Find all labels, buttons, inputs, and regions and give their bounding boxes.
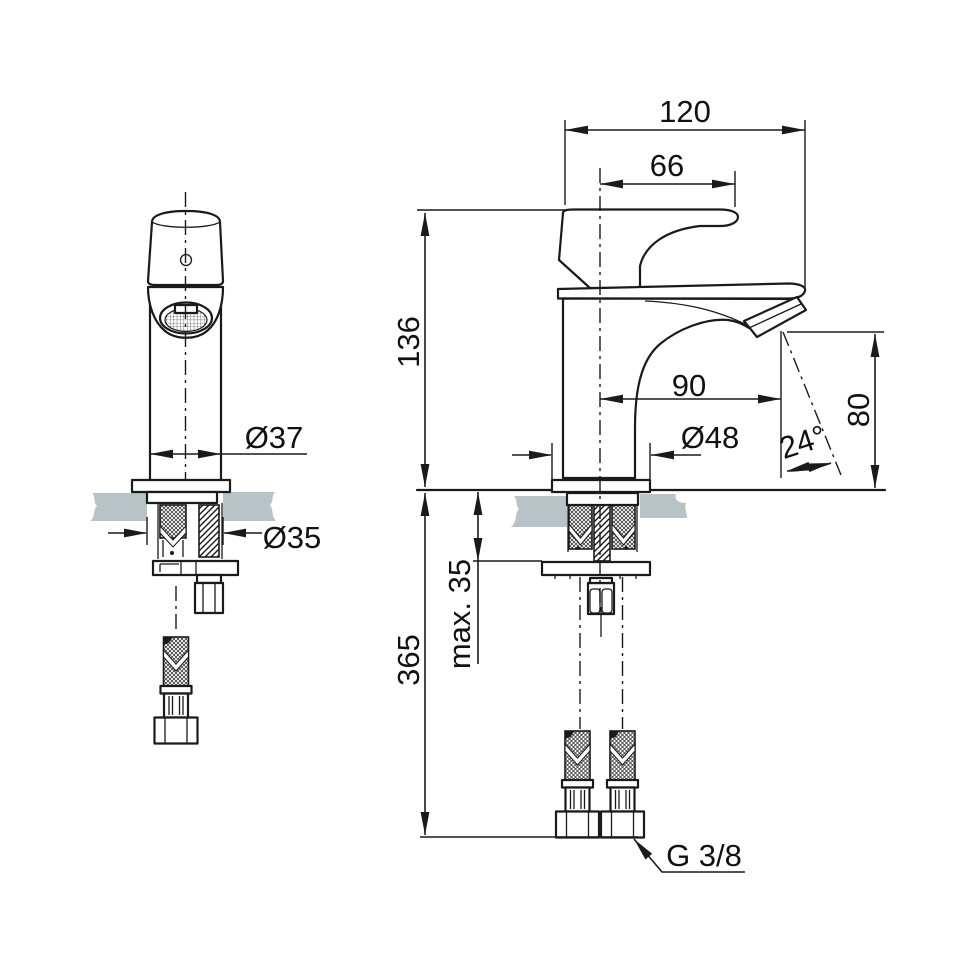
- dimensions: 120 66 136 365: [108, 94, 884, 873]
- dim-base-diameter: Ø48: [512, 420, 739, 479]
- front-view: [90, 209, 276, 745]
- dim-shank-diameter: Ø35: [108, 517, 321, 555]
- base-flange-front: [130, 478, 232, 494]
- handle-lever-side: [557, 208, 740, 290]
- threaded-stud-side: [593, 504, 611, 562]
- outlet-angle-axis: [782, 331, 842, 476]
- dim-handle-reach-label: 66: [650, 148, 684, 183]
- supply-hose-right: [599, 729, 646, 839]
- base-flange-side: [550, 478, 652, 494]
- dim-base-diameter-label: Ø48: [681, 420, 740, 455]
- dim-height-label: 136: [391, 316, 426, 368]
- dim-body-diameter-label: Ø37: [245, 420, 304, 455]
- countertop-section-right: [640, 494, 687, 518]
- spout-outlet-cap: [742, 295, 808, 339]
- dim-shank-diameter-label: Ø35: [263, 520, 322, 555]
- countertop-section-left: [511, 496, 567, 527]
- spout-outlet-line: [748, 303, 802, 329]
- shank-collar-side: [565, 491, 640, 507]
- mounting-bracket-side: [540, 560, 652, 577]
- dim-outlet-angle: 24°: [775, 418, 832, 473]
- shank-casing-front: [157, 503, 223, 559]
- countertop-front-left: [90, 493, 147, 521]
- dim-hose-length: 365: [391, 493, 638, 838]
- dim-height-above-deck: 136: [391, 209, 566, 487]
- threaded-stud-front: [198, 504, 220, 558]
- centerlines: [175, 168, 842, 729]
- dim-body-diameter: Ø37: [150, 420, 307, 459]
- dim-spout-reach-label: 90: [672, 368, 706, 403]
- supply-hose-front: [153, 635, 199, 745]
- dim-handle-reach: 66: [600, 148, 736, 207]
- dim-overall-width-label: 120: [659, 94, 711, 129]
- spout-body-side: [561, 297, 797, 480]
- dim-spout-reach: 90: [600, 331, 782, 478]
- body-column-front: [148, 288, 223, 482]
- shank-collar-front: [145, 490, 219, 505]
- dim-outlet-height: 80: [787, 331, 884, 488]
- countertop-front-right: [223, 492, 276, 521]
- supply-hose-left: [554, 729, 601, 839]
- mounting-nut-front: [193, 581, 225, 615]
- spout-inner-curve: [644, 300, 746, 325]
- dim-max-deck-label: max. 35: [442, 559, 477, 669]
- shank-casing-side: [567, 505, 638, 552]
- dim-outlet-height-label: 80: [841, 393, 876, 427]
- side-view: [415, 208, 887, 839]
- dim-hose-length-label: 365: [391, 634, 426, 686]
- dim-thread-size: G 3/8: [633, 838, 745, 873]
- dim-max-deck-thickness: max. 35: [442, 492, 542, 669]
- dim-outlet-angle-label: 24°: [775, 418, 830, 466]
- dim-thread-size-label: G 3/8: [666, 838, 742, 873]
- dim-overall-width: 120: [564, 94, 806, 290]
